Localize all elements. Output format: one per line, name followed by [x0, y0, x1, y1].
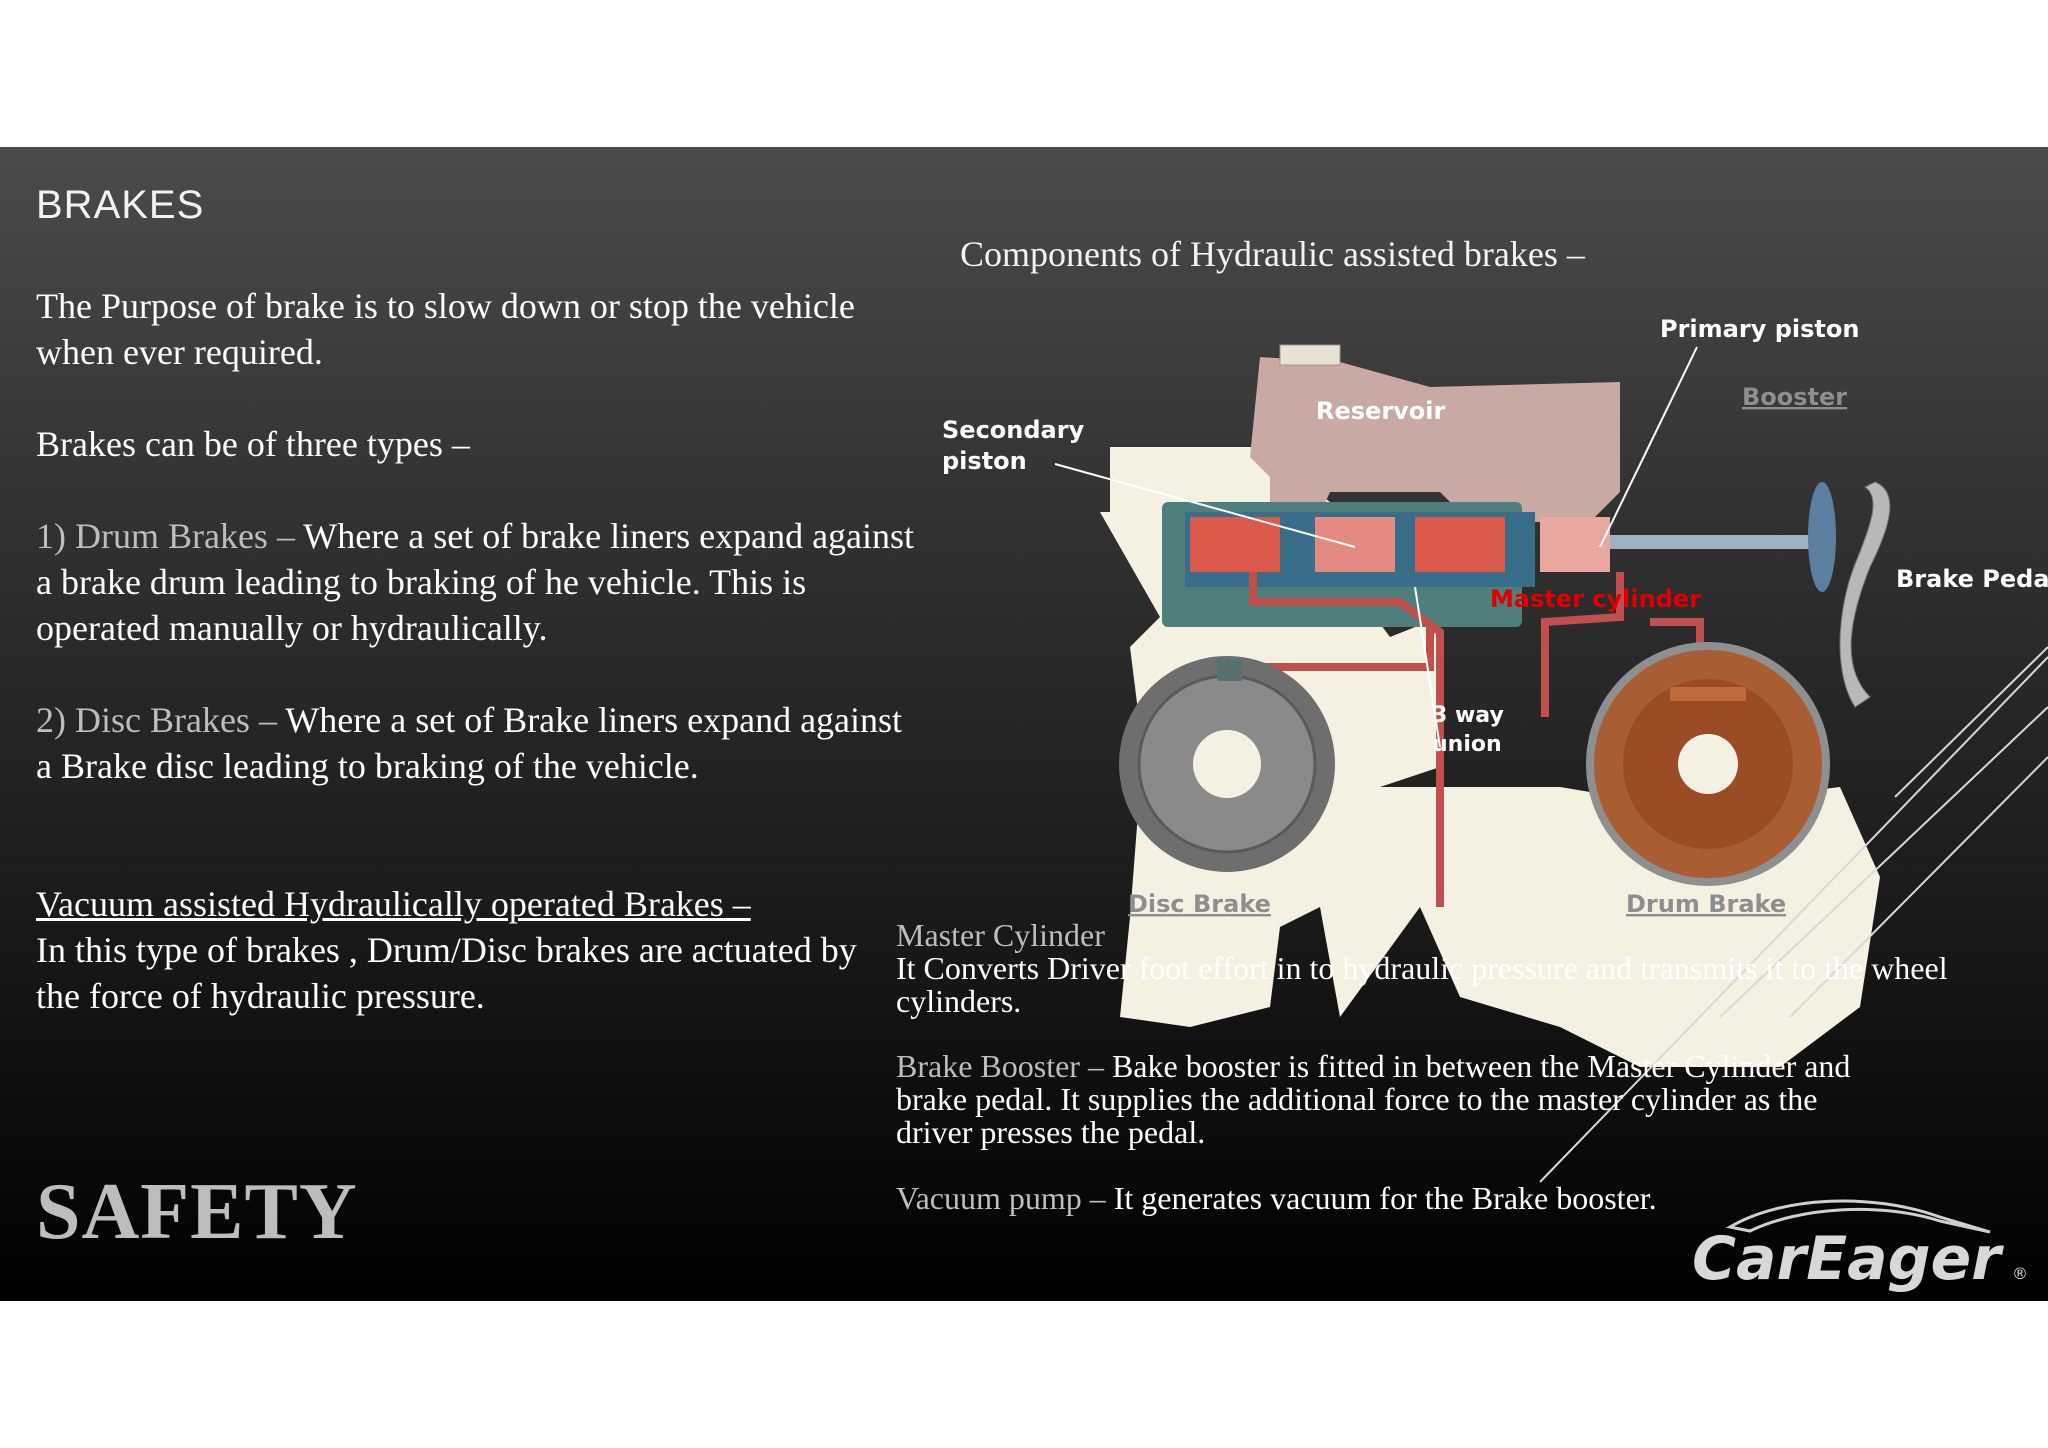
brake-booster-text: Bake booster is fitted in between the Ma…	[896, 1048, 1851, 1150]
decorative-diagonals	[1539, 646, 2048, 1183]
primary-spring	[1415, 517, 1505, 572]
careager-logo: CarEager ®	[1692, 1199, 2028, 1294]
label-brake-pedal: Brake Pedal	[1896, 565, 2048, 593]
label-booster: Booster	[1742, 383, 1847, 411]
brake-booster-label: Brake Booster –	[896, 1048, 1104, 1084]
drum-brakes-label: 1) Drum Brakes –	[36, 516, 295, 556]
logo-car-silhouette	[1725, 1199, 1991, 1234]
footer-safety: SAFETY	[36, 1168, 358, 1256]
vacuum-pump-paragraph: Vacuum pump – It generates vacuum for th…	[896, 1182, 1956, 1215]
disc-brakes-paragraph: 2) Disc Brakes – Where a set of Brake li…	[36, 697, 916, 789]
vacuum-text: In this type of brakes , Drum/Disc brake…	[36, 930, 857, 1016]
types-intro: Brakes can be of three types –	[36, 424, 470, 464]
disc-caliper	[1217, 659, 1243, 681]
vacuum-pump-text: It generates vacuum for the Brake booste…	[1105, 1180, 1657, 1216]
logo-registered: ®	[2012, 1264, 2028, 1283]
primary-piston-shape	[1540, 517, 1610, 572]
label-reservoir: Reservoir	[1316, 397, 1446, 425]
slide: BRAKES The Purpose of brake is to slow d…	[0, 147, 2048, 1301]
booster-disc	[1808, 482, 1836, 592]
logo-text: CarEager	[1692, 1224, 2004, 1294]
drum-brakes-paragraph: 1) Drum Brakes – Where a set of brake li…	[36, 513, 916, 651]
brake-booster-paragraph: Brake Booster – Bake booster is fitted i…	[896, 1050, 1896, 1149]
label-disc-brake: Disc Brake	[1128, 890, 1271, 918]
drum-hub	[1678, 734, 1738, 794]
secondary-spring	[1190, 517, 1280, 572]
brake-pedal-shape	[1839, 481, 1891, 708]
label-drum-brake: Drum Brake	[1626, 890, 1786, 918]
reservoir-shape	[1250, 357, 1620, 537]
purpose-text: The Purpose of brake is to slow down or …	[36, 286, 855, 372]
hydraulic-brake-diagram: Primary piston Secondary piston Reservoi…	[942, 315, 2048, 1183]
label-union-2: union	[1432, 732, 1502, 757]
slide-title: BRAKES	[36, 183, 205, 227]
label-secondary-piston-1: Secondary	[942, 416, 1085, 444]
drum-brakes-text: Where a set of brake liners expand again…	[36, 516, 915, 648]
master-cylinder-label: Master Cylinder	[896, 917, 1105, 953]
label-primary-piston: Primary piston	[1660, 315, 1859, 343]
secondary-piston-shape	[1315, 517, 1395, 572]
disc-hub	[1193, 730, 1261, 798]
vacuum-pump-label: Vacuum pump –	[896, 1180, 1106, 1216]
disc-brakes-label: 2) Disc Brakes –	[36, 700, 277, 740]
vacuum-heading: Vacuum assisted Hydraulically operated B…	[36, 884, 751, 924]
reservoir-cap	[1279, 344, 1341, 366]
label-master-cylinder: Master cylinder	[1490, 585, 1701, 613]
master-cylinder-text: It Converts Driver foot effort in to hyd…	[896, 950, 1948, 1019]
disc-brakes-text: Where a set of Brake liners expand again…	[36, 700, 903, 786]
drum-spring	[1670, 687, 1746, 701]
label-union-1: 3 way	[1432, 703, 1504, 728]
components-title: Components of Hydraulic assisted brakes …	[960, 234, 1585, 274]
push-rod	[1610, 535, 1810, 549]
label-secondary-piston-2: piston	[942, 447, 1027, 475]
leader-lines	[1054, 346, 1698, 748]
